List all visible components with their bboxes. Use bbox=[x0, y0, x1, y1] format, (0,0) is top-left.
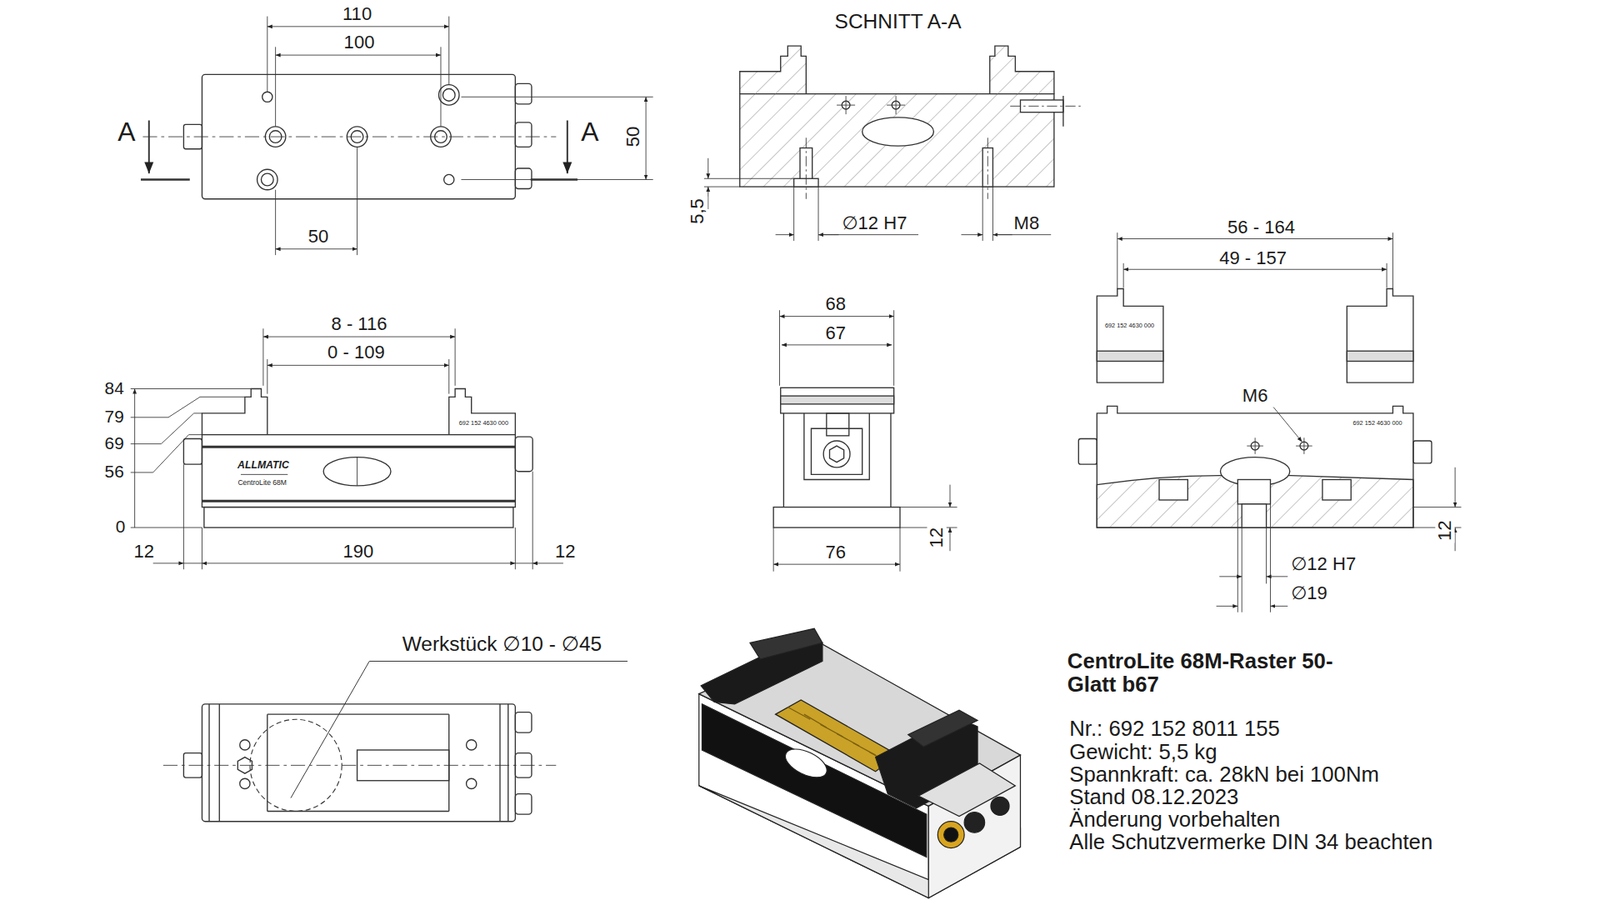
side-view bbox=[773, 310, 957, 571]
height-label: 69 bbox=[102, 435, 126, 454]
title-block-text: Änderung vorbehalten bbox=[1067, 808, 1283, 831]
dimension-label: 50 bbox=[624, 124, 644, 149]
section-marker: A bbox=[115, 118, 138, 146]
dimension-label: ∅19 bbox=[1289, 584, 1330, 604]
dimension-label: 0 - 109 bbox=[325, 343, 388, 363]
title-block-text: Stand 08.12.2023 bbox=[1067, 785, 1241, 809]
iso-view bbox=[699, 628, 1021, 898]
dimension-label: 190 bbox=[340, 542, 376, 562]
part-number-marking: 692 152 4630 000 bbox=[456, 420, 510, 427]
part-number-marking: 692 152 4630 000 bbox=[1350, 420, 1405, 427]
part-number-marking: 692 152 4630 000 bbox=[1102, 322, 1156, 330]
front-view bbox=[130, 328, 564, 570]
dimension-label: 67 bbox=[823, 324, 848, 344]
dimension-label: 110 bbox=[340, 5, 375, 25]
dimension-label: 12 bbox=[1435, 518, 1455, 543]
top-view bbox=[140, 16, 654, 256]
dimension-label: 56 - 164 bbox=[1225, 217, 1298, 237]
workpiece-callout: Werkstück ∅10 - ∅45 bbox=[400, 633, 604, 655]
dimension-label: 12 bbox=[553, 542, 578, 562]
dimension-label: 68 bbox=[823, 294, 848, 314]
section-view bbox=[704, 45, 1085, 241]
section-title: SCHNITT A-A bbox=[832, 10, 964, 33]
dimension-label: 76 bbox=[823, 543, 848, 563]
dimension-label: 50 bbox=[305, 227, 330, 247]
section-marker: A bbox=[579, 118, 601, 146]
dimension-label: 12 bbox=[131, 542, 156, 562]
dimension-label: 100 bbox=[341, 33, 377, 53]
plan-view bbox=[163, 660, 628, 821]
title-block-text: Spannkraft: ca. 28kN bei 100Nm bbox=[1067, 763, 1382, 786]
height-label: 79 bbox=[102, 408, 126, 427]
open-view bbox=[1078, 232, 1461, 613]
title-block-text: Gewicht: 5,5 kg bbox=[1067, 740, 1220, 764]
title-block-text: Alle Schutzvermerke DIN 34 beachten bbox=[1067, 830, 1435, 854]
drawing-title: CentroLite 68M-Raster 50-Glatt b67 bbox=[1067, 649, 1364, 697]
dimension-label: M8 bbox=[1011, 214, 1042, 234]
dimension-label: 49 - 157 bbox=[1217, 248, 1290, 268]
thread-label: M6 bbox=[1240, 386, 1270, 406]
height-label: 0 bbox=[113, 518, 127, 537]
dimension-label: ∅12 H7 bbox=[1289, 555, 1359, 575]
dimension-label: ∅12 H7 bbox=[840, 214, 910, 234]
dimension-label: 8 - 116 bbox=[329, 315, 390, 335]
product-marking: CentroLite 68M bbox=[235, 479, 290, 487]
dimension-label: 5,5 bbox=[688, 196, 708, 227]
dimension-label: 12 bbox=[927, 525, 947, 550]
brand-logo: ALLMATIC bbox=[235, 460, 292, 471]
height-label: 84 bbox=[102, 380, 126, 399]
height-label: 56 bbox=[102, 463, 126, 482]
title-block-text: Nr.: 692 152 8011 155 bbox=[1067, 717, 1282, 740]
